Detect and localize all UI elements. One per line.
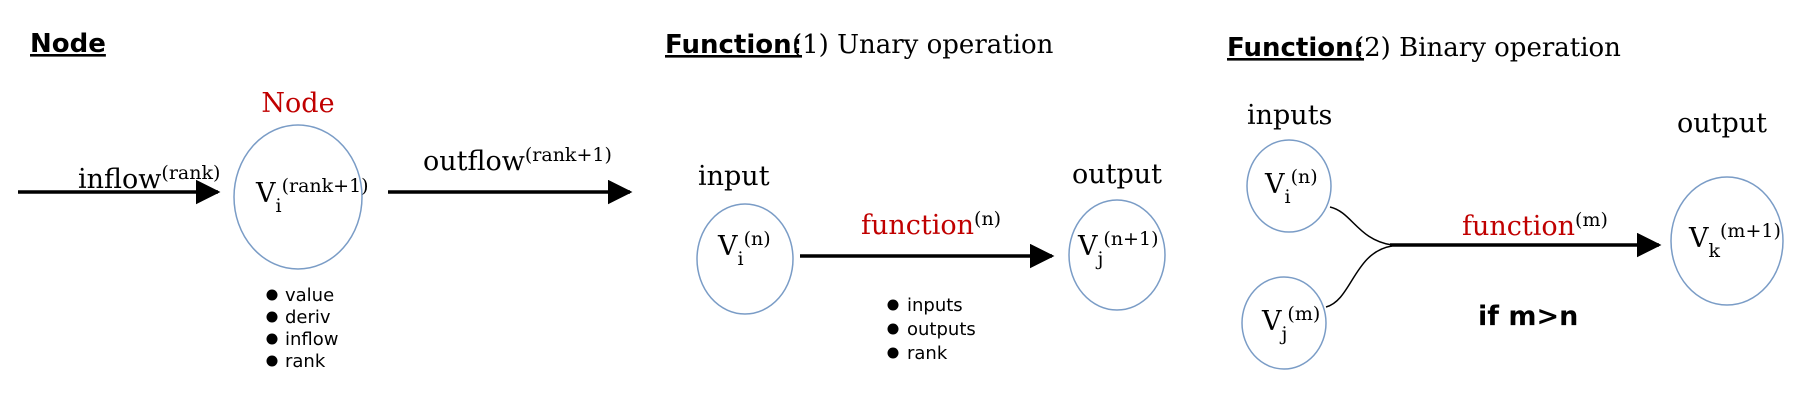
node-attribute-item: inflow [285,329,338,350]
binary-input1-variable: Vi(n) [1264,166,1318,208]
node-label: Node [261,88,334,119]
binary-input2-circle [1241,276,1327,370]
unary-panel-title: Function: [665,30,802,60]
binary-function-label: function(m) [1462,209,1608,242]
bullet-icon [266,333,278,345]
bullet-icon [887,347,899,359]
binary-input2-connector [1325,245,1393,308]
unary-panel-subtitle: (1) Unary operation [792,30,1054,60]
binary-panel: Function: (2) Binary operation inputs ou… [1227,33,1784,370]
binary-output-circle [1670,176,1784,306]
node-attribute-item: rank [285,351,326,372]
bullet-icon [266,289,278,301]
node-attribute-list: value deriv inflow rank [266,285,338,372]
unary-input-variable: Vi(n) [717,228,771,270]
unary-output-label: output [1072,159,1162,190]
unary-panel: Function: (1) Unary operation input outp… [665,30,1166,364]
binary-output-variable: Vk(m+1) [1688,220,1781,262]
node-attribute-item: deriv [285,307,331,328]
node-panel: Node Node inflow(rank) Vi(rank+1) outflo… [18,29,633,372]
binary-input2-variable: Vj(m) [1261,303,1320,345]
node-variable: Vi(rank+1) [255,175,369,217]
bullet-icon [887,299,899,311]
unary-attribute-item: inputs [907,295,963,316]
inflow-label: inflow(rank) [78,162,220,195]
binary-panel-subtitle: (2) Binary operation [1354,33,1621,63]
binary-panel-title: Function: [1227,33,1364,63]
node-attribute-item: value [285,285,334,306]
unary-input-circle [696,203,794,315]
binary-input1-connector [1329,206,1393,246]
unary-attribute-item: rank [907,343,948,364]
node-panel-title: Node [30,29,106,59]
binary-condition: if m>n [1478,301,1578,332]
bullet-icon [887,323,899,335]
unary-input-label: input [698,161,770,192]
unary-attribute-list: inputs outputs rank [887,295,976,364]
unary-attribute-item: outputs [907,319,976,340]
binary-output-label: output [1677,108,1767,139]
bullet-icon [266,355,278,367]
outflow-label: outflow(rank+1) [423,144,612,177]
binary-inputs-label: inputs [1247,100,1332,131]
unary-function-label: function(n) [861,208,1001,241]
bullet-icon [266,311,278,323]
unary-output-circle [1068,199,1166,311]
node-circle [233,124,363,270]
unary-output-variable: Vj(n+1) [1077,228,1158,270]
binary-input1-circle [1246,139,1332,233]
